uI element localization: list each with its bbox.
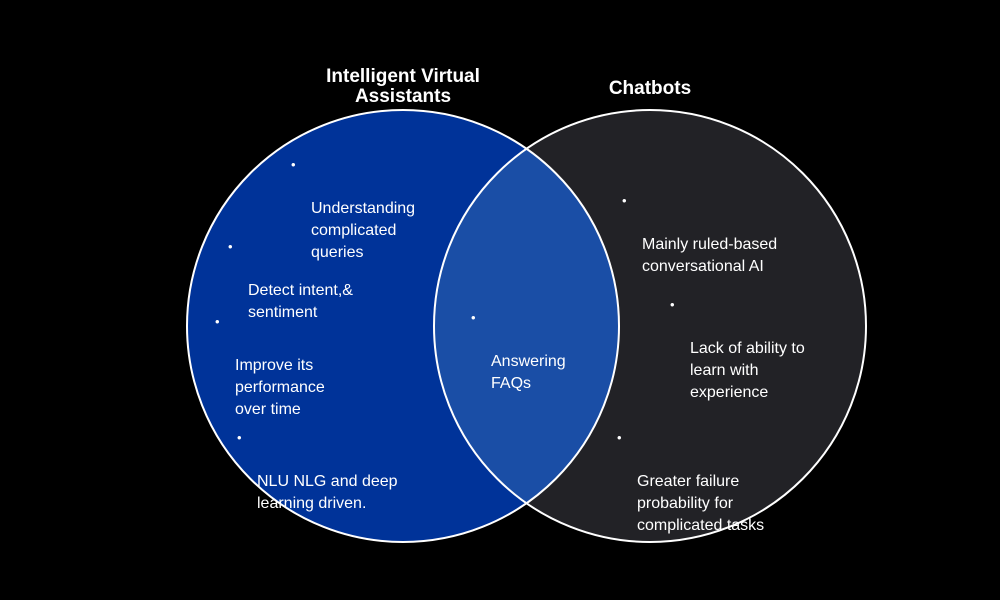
bullet-icon: • <box>291 157 296 172</box>
left-item: • NLU NLG and deep learning driven. <box>237 427 398 515</box>
overlap-region <box>434 110 619 542</box>
intelligent-virtual-assistants-outline <box>186 109 620 543</box>
right-item: • Lack of ability to learn with experien… <box>670 294 805 404</box>
right-item-text: Lack of ability to learn with experience <box>690 340 805 401</box>
right-item: • Mainly ruled-based conversational AI <box>622 190 778 278</box>
overlap-item-text: Answering FAQs <box>491 353 566 392</box>
bullet-icon: • <box>228 239 233 254</box>
left-item-text: Detect intent,& sentiment <box>248 282 353 321</box>
right-item-text: Mainly ruled-based conversational AI <box>642 236 778 275</box>
left-item-text: Improve its performance over time <box>235 357 325 418</box>
left-item-text: NLU NLG and deep learning driven. <box>257 473 398 512</box>
left-item: • Detect intent,& sentiment <box>228 236 353 324</box>
intelligent-virtual-assistants-title: Intelligent Virtual Assistants <box>326 66 480 107</box>
left-item-text: Understanding complicated queries <box>311 200 416 261</box>
chatbots-outline <box>433 109 867 543</box>
bullet-icon: • <box>237 430 242 445</box>
left-item: • Improve its performance over time <box>215 311 325 421</box>
bullet-icon: • <box>215 314 220 329</box>
right-item-text: Greater failure probability for complica… <box>637 473 765 534</box>
bullet-icon: • <box>471 310 476 325</box>
left-item: • Understanding complicated queries <box>291 154 416 264</box>
bullet-icon: • <box>670 297 675 312</box>
overlap-item: • Answering FAQs <box>471 307 566 395</box>
chatbots-title: Chatbots <box>608 78 692 99</box>
bullet-icon: • <box>622 193 627 208</box>
bullet-icon: • <box>617 430 622 445</box>
right-item: • Greater failure probability for compli… <box>617 427 765 537</box>
